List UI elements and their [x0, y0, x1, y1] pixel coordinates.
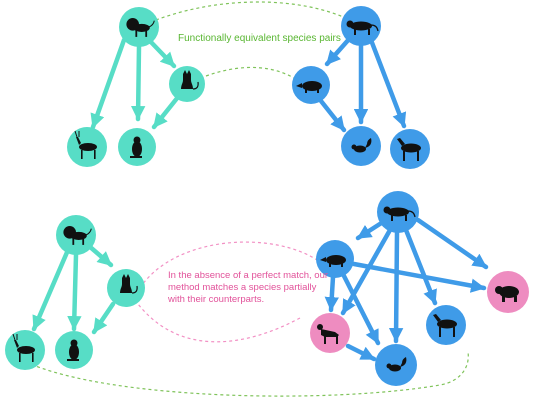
node-tl-marmot	[118, 128, 156, 166]
nodes	[5, 6, 529, 386]
edge-tr-cat-zebra	[368, 37, 407, 129]
node-tl-antelope	[67, 127, 107, 167]
edges	[31, 35, 489, 362]
node-tl-lion	[119, 7, 159, 47]
badger-icon	[296, 81, 322, 93]
edge-bl-lion-cat	[86, 243, 114, 268]
node-tl-cat	[169, 66, 205, 102]
marmot-icon	[130, 136, 142, 158]
partial-match-link-cat-lower	[134, 299, 301, 343]
edge-br-cat-hyena	[340, 227, 393, 316]
edge-br-cat-badger	[355, 219, 386, 241]
annotation-functional-pairs: Functionally equivalent species pairs	[178, 33, 341, 44]
node-bl-marmot	[55, 331, 93, 369]
squirrel-icon	[351, 138, 372, 153]
node-br-squirrel	[375, 344, 417, 386]
badger-icon	[320, 255, 346, 267]
node-br-leopard	[377, 191, 419, 233]
edge-br-cat-squirrel	[388, 229, 404, 344]
pair-link-lion-leopard	[155, 1, 351, 21]
antelope-icon	[74, 130, 97, 159]
node-tr-squirrel	[341, 126, 381, 166]
edge-bl-cat-marmot	[91, 301, 116, 335]
node-bl-lion	[56, 215, 96, 255]
partial-match-link-antelope-squirrel	[25, 351, 469, 397]
node-bl-cat	[107, 269, 145, 307]
node-tr-leopard	[341, 6, 381, 46]
leopard-icon	[383, 206, 416, 221]
edge-bl-lion-antelope	[31, 247, 71, 332]
node-br-hyena	[310, 313, 350, 353]
hyena-icon	[317, 324, 339, 344]
edge-br-hyena-squirrel	[345, 343, 377, 362]
lion-icon	[63, 226, 92, 245]
zebra-icon	[433, 314, 457, 337]
edge-tl-lion-cat	[146, 37, 177, 69]
correspondence-lines	[25, 1, 469, 397]
edge-br-badger-hyena	[324, 274, 339, 313]
squirrel-icon	[386, 357, 407, 372]
leopard-icon	[346, 20, 379, 35]
edge-tr-badger-squirrel	[318, 98, 347, 133]
node-br-badger	[316, 240, 354, 278]
node-br-zebra	[426, 305, 466, 345]
cat-icon	[181, 70, 199, 90]
marmot-icon	[67, 339, 79, 361]
annotation-partial-match: In the absence of a perfect match, our m…	[168, 270, 329, 305]
edge-br-cat-zebra	[403, 227, 438, 306]
pair-link-cat-badger	[205, 66, 301, 83]
lion-icon	[126, 18, 155, 37]
edge-tl-lion-marmot	[130, 43, 146, 122]
edge-br-badger-squirrel	[341, 273, 381, 346]
node-tr-badger	[292, 66, 330, 104]
node-br-bear	[487, 271, 529, 313]
edge-tl-lion-antelope	[90, 37, 127, 130]
edge-br-cat-bear	[415, 217, 489, 270]
edge-tr-cat-badger	[324, 35, 353, 67]
edge-br-badger-bear	[351, 261, 487, 293]
node-bl-antelope	[5, 330, 45, 370]
cat-icon	[120, 274, 138, 294]
edge-tl-cat-marmot	[151, 94, 181, 130]
partial-match-link-cat	[139, 241, 321, 289]
zebra-icon	[397, 138, 421, 161]
bear-icon	[495, 286, 519, 302]
node-tr-zebra	[390, 129, 430, 169]
edge-bl-lion-marmot	[67, 252, 82, 332]
antelope-icon	[12, 333, 35, 362]
